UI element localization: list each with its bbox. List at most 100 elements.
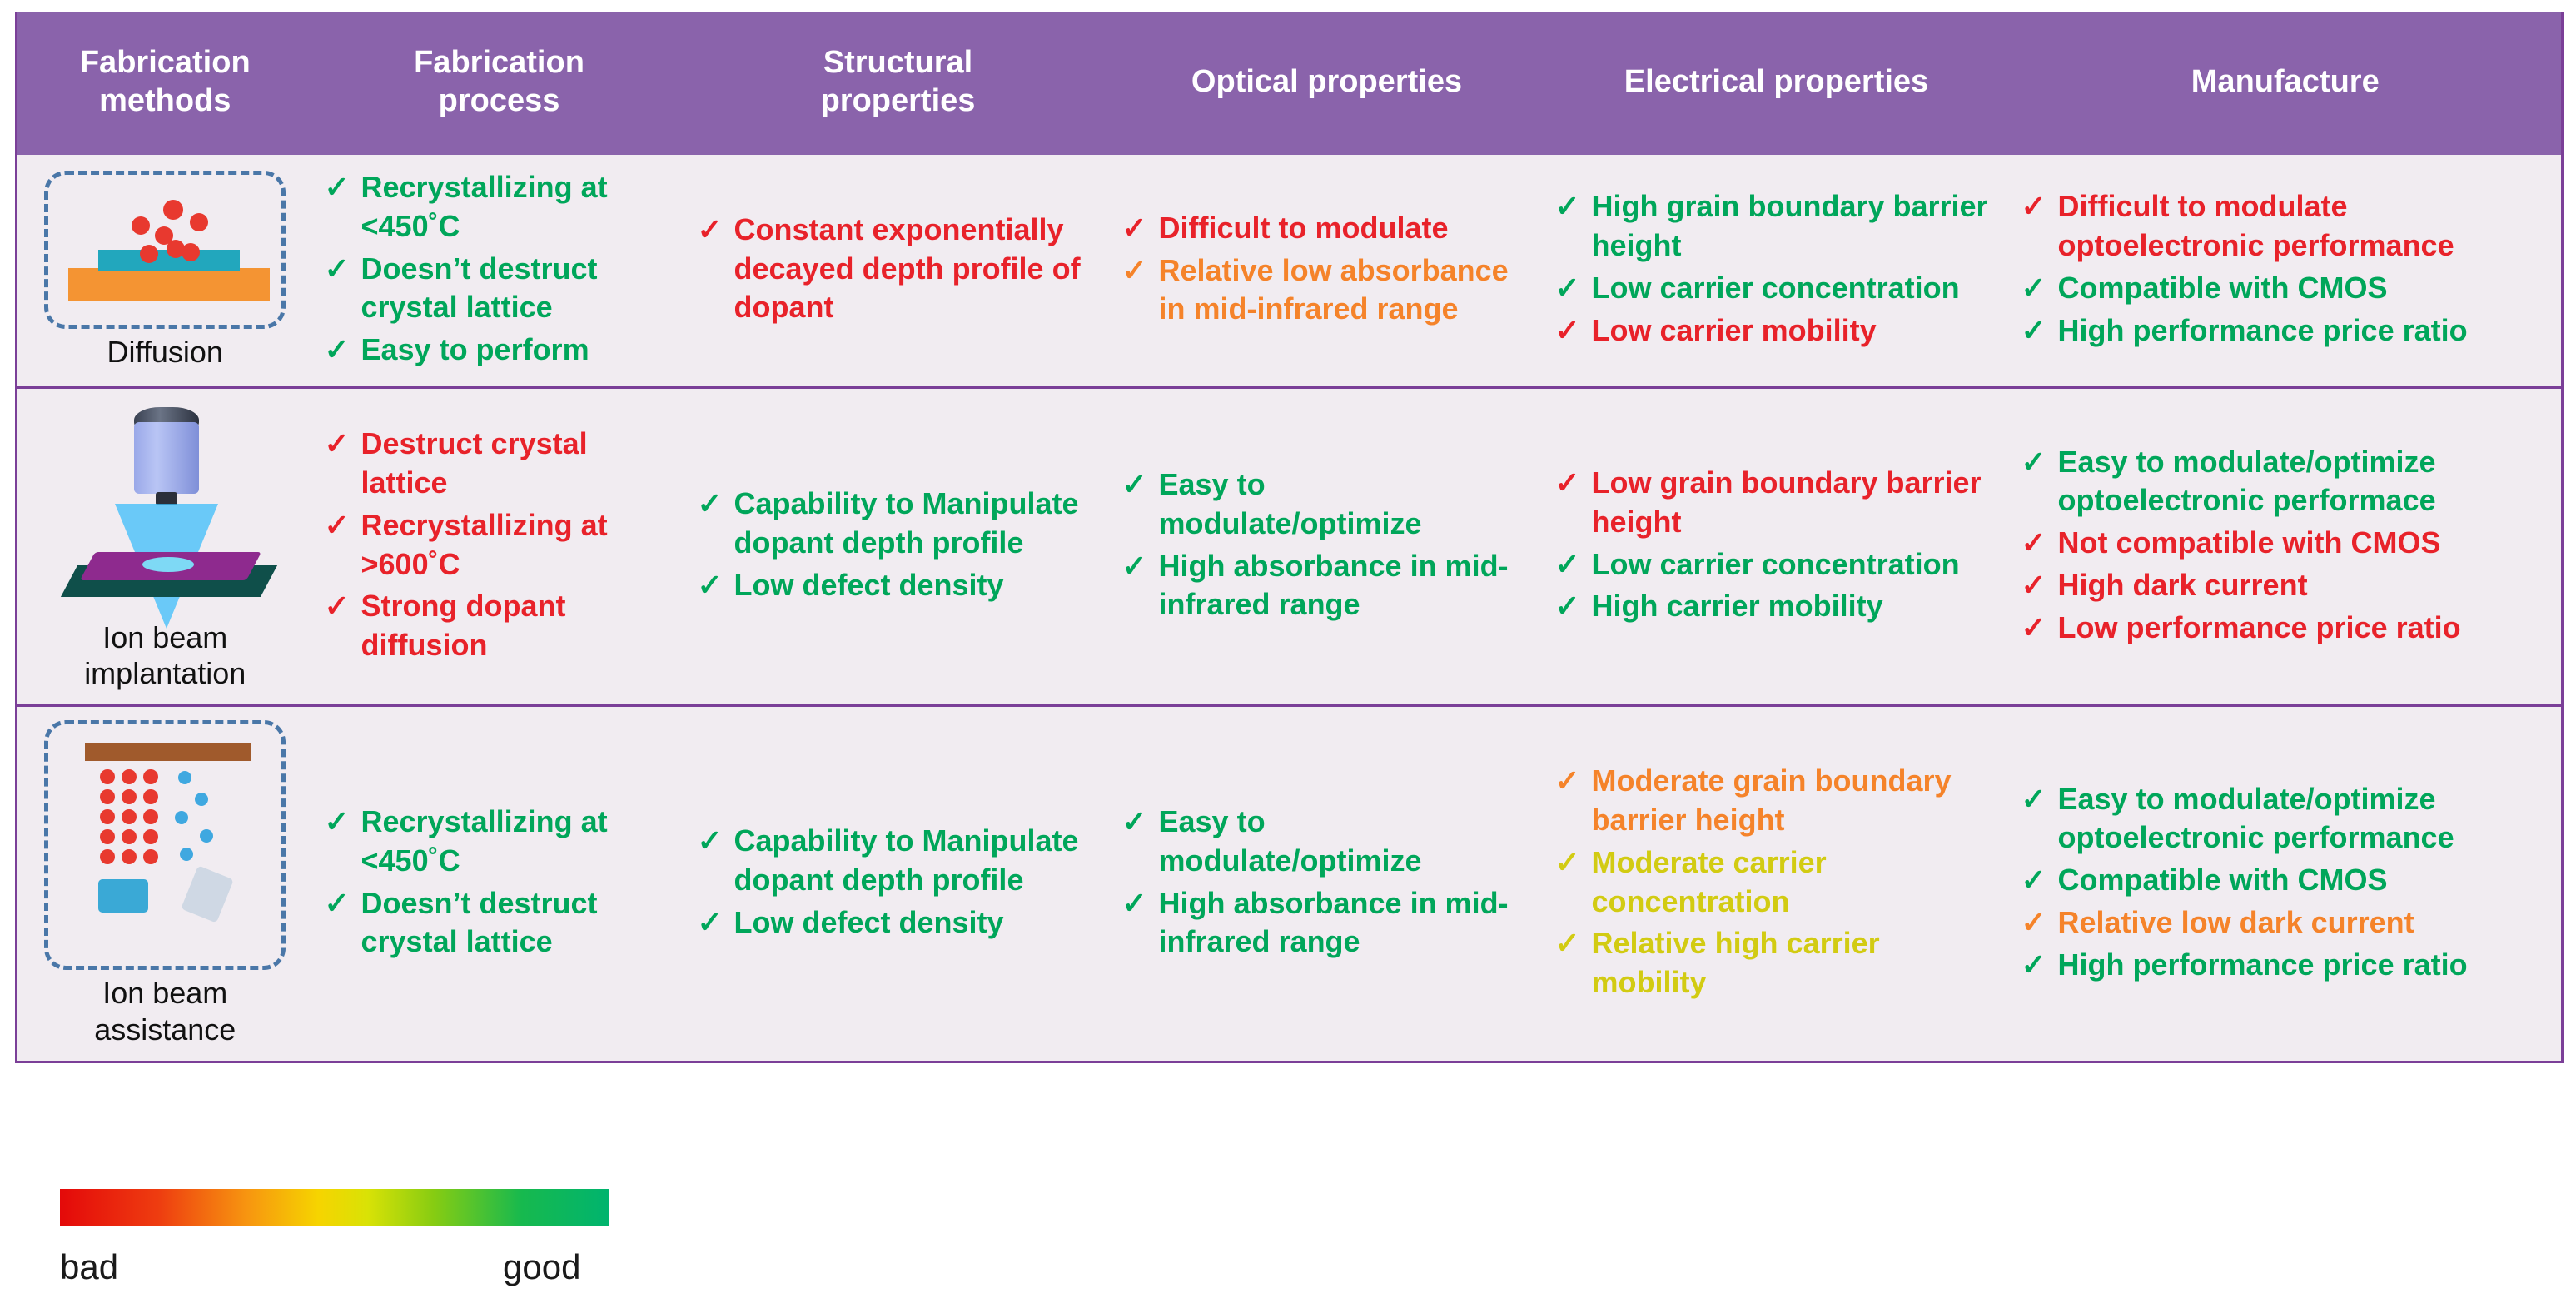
list-item: ✓ Compatible with CMOS [2022, 269, 2550, 308]
header-line-2: methods [99, 83, 231, 118]
list-item: ✓ Low grain boundary barrier height [1555, 464, 1998, 542]
bullet-list: ✓ Capability to Manipulate dopant depth … [698, 822, 1099, 942]
cell-manufacture: ✓ Difficult to modulate optoelectronic p… [2009, 155, 2563, 389]
list-item: ✓ Easy to modulate/optimize [1122, 803, 1532, 881]
item-text: Doesn’t destruct crystal lattice [361, 885, 598, 959]
bullet-list: ✓ Capability to Manipulate dopant depth … [698, 485, 1099, 604]
check-icon: ✓ [1121, 885, 1147, 920]
bullet-list: ✓ Difficult to modulate ✓ Relative low a… [1122, 209, 1532, 329]
list-item: ✓ Easy to modulate/optimize optoelectron… [2022, 443, 2550, 521]
table-row: Ion beam implantation ✓ Destruct crystal… [16, 385, 2563, 708]
check-icon: ✓ [2021, 444, 2046, 479]
list-item: ✓ Strong dopant diffusion [325, 587, 674, 665]
header-line-1: Fabrication [79, 44, 251, 80]
column-header-fabrication-process: Fabrication process [312, 12, 686, 155]
item-text: Easy to modulate/optimize optoelectronic… [2057, 781, 2454, 855]
bullet-list: ✓ Easy to modulate/optimize optoelectron… [2022, 780, 2550, 985]
check-icon: ✓ [2021, 781, 2046, 816]
check-icon: ✓ [2021, 270, 2046, 305]
item-text: High performance price ratio [2057, 947, 2468, 982]
header-line-1: Fabrication [414, 44, 584, 80]
item-text: Low carrier concentration [1591, 546, 1960, 581]
list-item: ✓ Destruct crystal lattice [325, 425, 674, 503]
check-icon: ✓ [1554, 465, 1580, 500]
column-header-manufacture: Manufacture [2009, 12, 2563, 155]
check-icon: ✓ [1554, 189, 1580, 224]
table-header: Fabrication methods Fabrication process … [16, 12, 2563, 155]
list-item: ✓ Difficult to modulate [1122, 209, 1532, 248]
list-item: ✓ Moderate grain boundary barrier height [1555, 762, 1998, 840]
check-icon: ✓ [324, 332, 350, 367]
ion-beam-implantation-icon [44, 402, 286, 629]
check-icon: ✓ [1554, 844, 1580, 879]
cell-optical-properties: ✓ Easy to modulate/optimize ✓ High absor… [1110, 704, 1544, 1063]
header-line-2: properties [820, 83, 976, 118]
list-item: ✓ High carrier mobility [1555, 587, 1998, 626]
item-text: Strong dopant diffusion [361, 589, 566, 663]
check-icon: ✓ [697, 486, 723, 521]
item-text: Difficult to modulate [1158, 210, 1449, 245]
item-text: Moderate grain boundary barrier height [1591, 763, 1952, 837]
check-icon: ✓ [697, 568, 723, 603]
check-icon: ✓ [1554, 926, 1580, 961]
header-row: Fabrication methods Fabrication process … [16, 12, 2563, 155]
check-icon: ✓ [1121, 467, 1147, 502]
method-label: Ion beam implantation [29, 619, 301, 691]
column-header-structural-properties: Structural properties [685, 12, 1111, 155]
list-item: ✓ Easy to modulate/optimize [1122, 465, 1532, 544]
item-text: Relative high carrier mobility [1591, 926, 1880, 1000]
check-icon: ✓ [2021, 904, 2046, 939]
item-text: Recrystallizing at >600˚C [361, 507, 608, 581]
item-text: Compatible with CMOS [2057, 863, 2388, 898]
table-row: Ion beam assistance ✓ Recrystallizing at… [16, 704, 2563, 1063]
item-text: Doesn’t destruct crystal lattice [361, 251, 598, 325]
check-icon: ✓ [324, 803, 350, 838]
check-icon: ✓ [1554, 312, 1580, 347]
item-text: Recrystallizing at <450˚C [361, 803, 608, 878]
list-item: ✓ Recrystallizing at <450˚C [325, 803, 674, 881]
cell-method: Ion beam implantation [16, 385, 313, 708]
item-text: High performance price ratio [2057, 312, 2468, 347]
legend-labels: bad good [60, 1247, 643, 1306]
ion-beam-assistance-icon [44, 720, 286, 971]
check-icon: ✓ [324, 589, 350, 624]
list-item: ✓ Low carrier concentration [1555, 269, 1998, 308]
check-icon: ✓ [324, 885, 350, 920]
column-header-optical-properties: Optical properties [1110, 12, 1544, 155]
bullet-list: ✓ Easy to modulate/optimize optoelectron… [2022, 443, 2550, 648]
check-icon: ✓ [1121, 803, 1147, 838]
method-label: Ion beam assistance [29, 975, 301, 1047]
cell-structural-properties: ✓ Capability to Manipulate dopant depth … [685, 385, 1111, 708]
table-body: Diffusion ✓ Recrystallizing at <450˚C ✓ … [16, 155, 2563, 1063]
item-text: Not compatible with CMOS [2057, 525, 2441, 560]
check-icon: ✓ [1554, 763, 1580, 798]
list-item: ✓ High performance price ratio [2022, 311, 2550, 351]
check-icon: ✓ [2021, 312, 2046, 347]
item-text: Compatible with CMOS [2057, 270, 2388, 305]
item-text: Relative low dark current [2057, 904, 2414, 939]
check-icon: ✓ [1554, 546, 1580, 581]
column-header-fabrication-methods: Fabrication methods [16, 12, 313, 155]
cell-method: Ion beam assistance [16, 704, 313, 1063]
cell-electrical-properties: ✓ Moderate grain boundary barrier height… [1543, 704, 2010, 1063]
list-item: ✓ High grain boundary barrier height [1555, 187, 1998, 266]
item-text: Difficult to modulate optoelectronic per… [2057, 189, 2454, 263]
check-icon: ✓ [324, 251, 350, 286]
check-icon: ✓ [697, 904, 723, 939]
item-text: Low carrier concentration [1591, 270, 1960, 305]
check-icon: ✓ [2021, 189, 2046, 224]
check-icon: ✓ [1554, 270, 1580, 305]
item-text: Low grain boundary barrier height [1591, 465, 1982, 539]
header-line-2: process [438, 83, 560, 118]
item-text: Relative low absorbance in mid-infrared … [1158, 252, 1509, 326]
list-item: ✓ High absorbance in mid-infrared range [1122, 884, 1532, 962]
check-icon: ✓ [2021, 568, 2046, 603]
list-item: ✓ Capability to Manipulate dopant depth … [698, 822, 1099, 900]
check-icon: ✓ [1121, 210, 1147, 245]
cell-electrical-properties: ✓ Low grain boundary barrier height ✓ Lo… [1543, 385, 2010, 708]
cell-optical-properties: ✓ Easy to modulate/optimize ✓ High absor… [1110, 385, 1544, 708]
check-icon: ✓ [2021, 609, 2046, 644]
item-text: Easy to modulate/optimize [1158, 467, 1422, 540]
check-icon: ✓ [324, 426, 350, 461]
